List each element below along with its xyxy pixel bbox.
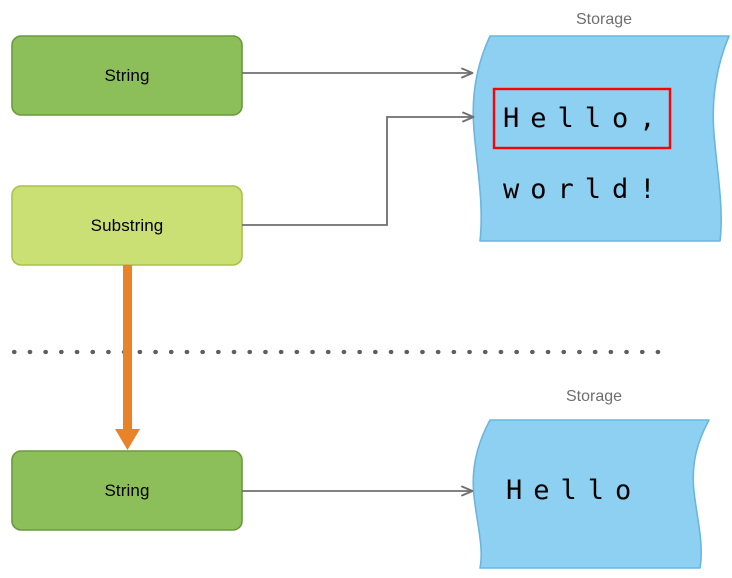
transition-arrow-head-icon — [115, 429, 140, 450]
storage-shape-top — [472, 35, 730, 242]
connector-substring-to-storage — [242, 111, 475, 226]
storage-text-line1-top: Hello, — [503, 103, 667, 134]
string-node-top[interactable] — [11, 35, 243, 116]
storage-wavy-edge-icon — [472, 35, 730, 242]
storage-shape-bottom — [472, 419, 710, 569]
storage-caption-bottom: Storage — [565, 388, 623, 405]
string-node-top-label-wrap[interactable]: String — [12, 36, 242, 115]
substring-highlight-rect — [492, 87, 672, 150]
transition-arrow-shaft — [123, 265, 132, 434]
storage-text-line1-bottom: Hello — [506, 475, 643, 506]
string-node-top-shape — [11, 35, 243, 116]
substring-node-label: Substring — [90, 216, 164, 235]
storage-caption-top: Storage — [575, 11, 633, 28]
substring-node-label-wrap[interactable]: Substring — [12, 186, 242, 265]
string-node-top-label: String — [104, 66, 150, 85]
string-node-bottom-label: String — [104, 481, 150, 500]
transition-arrow — [115, 265, 140, 450]
storage-wavy-edge-icon-bottom — [472, 419, 710, 569]
storage-text-line2-top: world! — [503, 174, 667, 205]
string-node-bottom-label-wrap[interactable]: String — [12, 451, 242, 530]
